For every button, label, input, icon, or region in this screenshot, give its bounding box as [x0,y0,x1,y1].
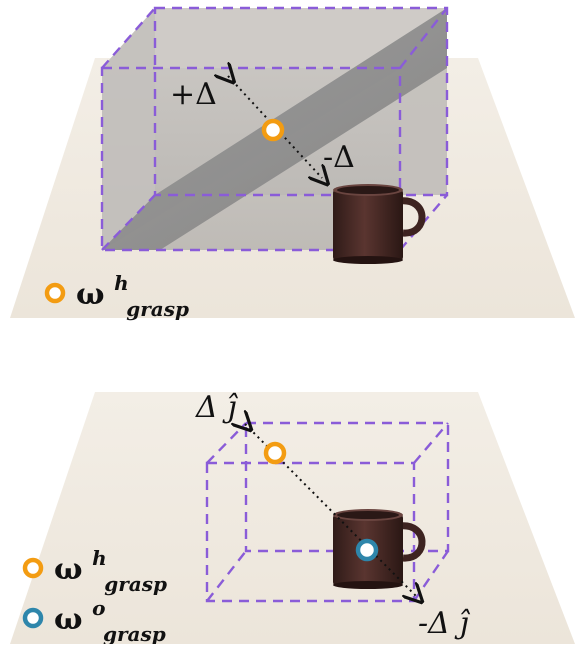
bottom-hand-grasp-marker [263,441,287,465]
legend-omega-symbol: ω [54,552,83,587]
svg-text:ω h grasp: ω h grasp [54,538,167,596]
bottom-object-grasp-marker [355,538,379,562]
bottom-delta-j-label: Δ ĵ [195,390,238,425]
svg-text:ω h grasp: ω h grasp [76,263,189,321]
bottom-legend: ω h grasp ω o grasp [22,538,167,646]
blue-ring-marker [22,607,44,629]
top-hand-grasp-marker [261,118,285,142]
legend-subscript: grasp [104,572,167,596]
top-delta-axis [228,76,322,178]
legend-superscript: h [114,271,129,295]
legend-superscript: o [92,596,105,620]
top-box-top-face [102,8,447,68]
orange-ring-marker [22,557,44,579]
legend-omega-symbol: ω [54,602,83,637]
mug-icon [333,184,426,264]
top-minus-delta-label: -Δ [323,140,355,175]
bottom-panel: Δ ĵ -Δ ĵ ω h grasp ω o grasp [10,390,575,646]
bottom-minus-delta-j-label: -Δ ĵ [418,606,470,641]
orange-ring-marker [44,282,66,304]
legend-subscript: grasp [126,297,189,321]
legend-omega-symbol: ω [76,277,105,312]
top-panel: +Δ -Δ ω h grasp [10,6,575,321]
top-plus-delta-label: +Δ [170,77,217,112]
legend-superscript: h [92,546,107,570]
legend-subscript: grasp [103,622,166,644]
bottom-delta-j-axis [245,424,416,596]
top-legend: ω h grasp [44,263,189,321]
svg-text:ω o grasp: ω o grasp [54,588,166,644]
